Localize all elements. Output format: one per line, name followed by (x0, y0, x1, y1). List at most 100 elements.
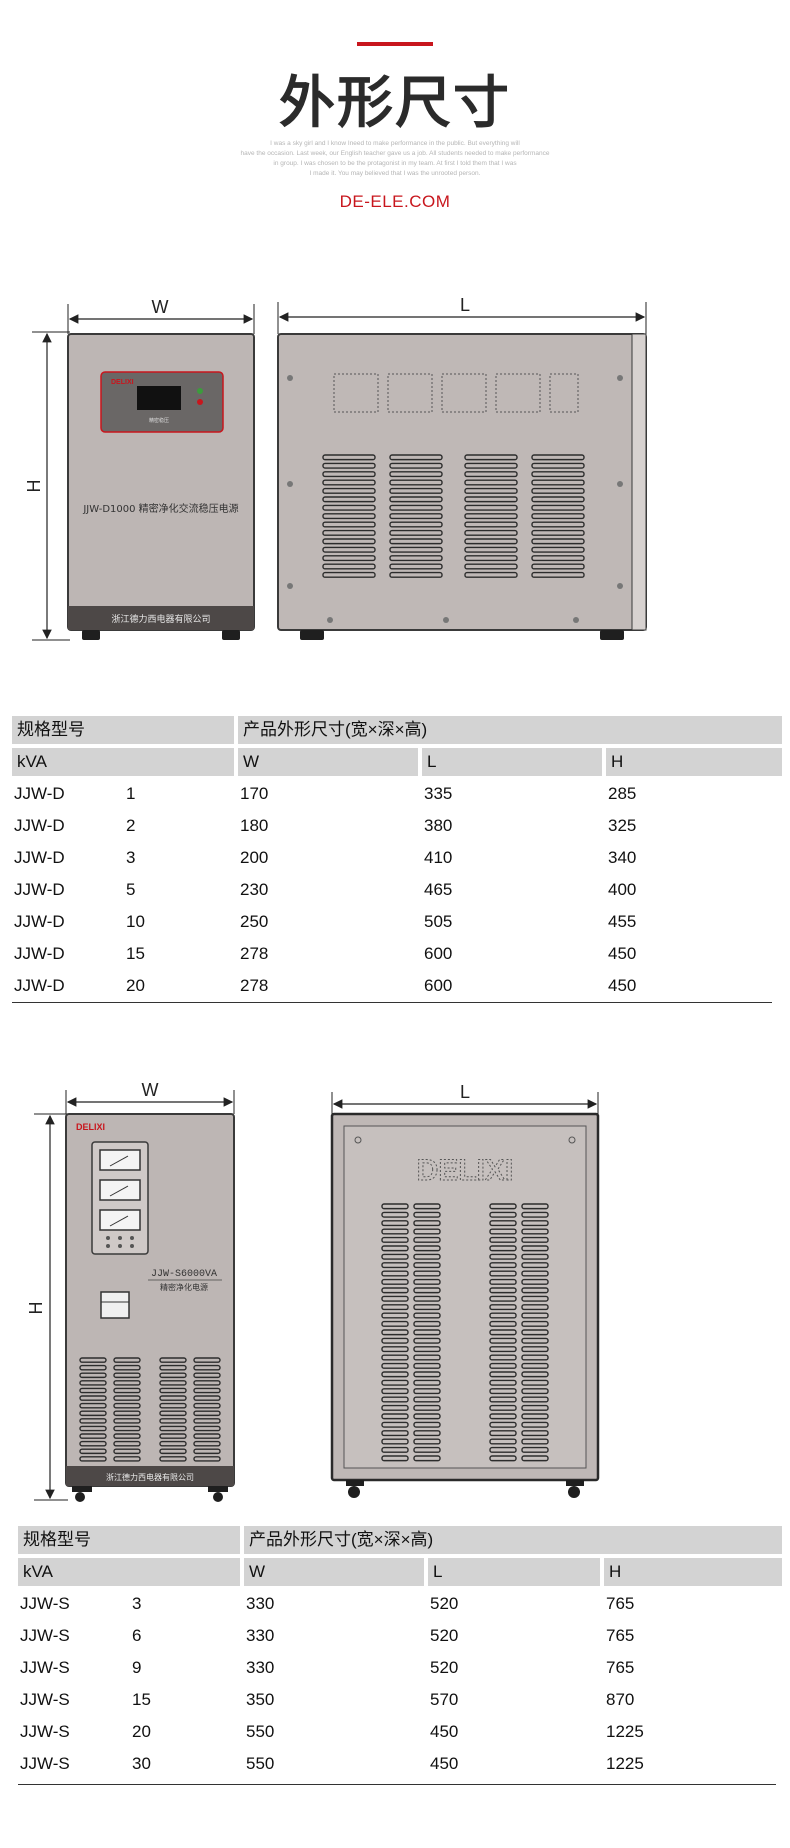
model-sub-label: 精密净化电源 (160, 1282, 208, 1292)
col-h: H (609, 1562, 622, 1581)
cell-h: 765 (606, 1594, 635, 1613)
indicator-light-icon (197, 388, 203, 394)
col-kva: kVA (17, 752, 47, 771)
table-col-h: H (606, 748, 782, 776)
table-header-model: 规格型号 (18, 1526, 240, 1554)
page-title: 外形尺寸 (279, 71, 511, 136)
cell-l: 335 (424, 784, 453, 803)
cell-series: JJW-D (14, 912, 65, 931)
model-label: JJW-S6000VA (151, 1269, 217, 1280)
cell-l: 520 (430, 1594, 459, 1613)
cell-l: 450 (430, 1722, 459, 1741)
header-model-cell: 规格型号 (17, 720, 85, 739)
tagline: I was a sky girl and I know Ineed to mak… (200, 139, 590, 179)
dim-w-label: W (152, 297, 169, 317)
col-l: L (433, 1562, 443, 1581)
cell-w: 330 (246, 1594, 275, 1613)
cell-l: 570 (430, 1690, 459, 1709)
cell-series: JJW-S (20, 1754, 70, 1773)
table-col-l: L (422, 748, 602, 776)
figure-jjw-d-drawing: W L H 浙江德力西电器有限公司 DELIXI 精密稳压 JJW-D1000 … (24, 295, 647, 641)
table-header-model: 规格型号 (12, 716, 234, 744)
dim-l-label: L (460, 1082, 470, 1102)
cell-l: 465 (424, 880, 453, 899)
cell-h: 765 (606, 1658, 635, 1677)
website-link[interactable]: DE-ELE.COM (339, 192, 451, 211)
cell-series: JJW-D (14, 784, 65, 803)
company-label: 浙江德力西电器有限公司 (106, 1472, 194, 1482)
company-label: 浙江德力西电器有限公司 (111, 613, 210, 625)
cell-kva: 15 (126, 944, 145, 963)
dim-h-label: H (24, 480, 44, 493)
table-header-dims: 产品外形尺寸(宽×深×高) (244, 1526, 782, 1554)
cell-h: 325 (608, 816, 637, 835)
cell-h: 455 (608, 912, 637, 931)
header-dims-cell: 产品外形尺寸(宽×深×高) (243, 720, 428, 739)
cell-series: JJW-S (20, 1594, 70, 1613)
dim-w-label: W (142, 1080, 159, 1100)
cell-kva: 2 (126, 816, 136, 835)
tagline-line: I made it. You may believed that I was t… (309, 170, 481, 177)
col-l: L (427, 752, 437, 771)
cell-l: 520 (430, 1626, 459, 1645)
cell-kva: 15 (132, 1690, 151, 1709)
cell-h: 1225 (606, 1722, 644, 1741)
model-label: JJW-D1000 精密净化交流稳压电源 (82, 502, 238, 515)
figure-jjw-s-drawing: W L H 浙江德力西电器有限公司 DELIXI JJW-S6000VA 精密净… (26, 1080, 600, 1502)
brand-label: DELIXI (111, 379, 134, 386)
cell-w: 180 (240, 816, 269, 835)
cell-h: 765 (606, 1626, 635, 1645)
header-model-cell: 规格型号 (23, 1530, 91, 1549)
cell-l: 520 (430, 1658, 459, 1677)
table-bottom-rule (18, 1784, 776, 1785)
cell-series: JJW-S (20, 1626, 70, 1645)
cell-kva: 30 (132, 1754, 151, 1773)
power-switch-icon (100, 1291, 130, 1319)
cell-w: 550 (246, 1754, 275, 1773)
cell-l: 380 (424, 816, 453, 835)
cell-series: JJW-D (14, 880, 65, 899)
cell-h: 285 (608, 784, 637, 803)
table-row: JJW-S 30 550 450 1225 (18, 1750, 782, 1778)
cell-kva: 1 (126, 784, 136, 803)
col-w: W (249, 1562, 266, 1581)
dim-l-label: L (460, 295, 470, 315)
cell-w: 330 (246, 1658, 275, 1677)
panel-caption: 精密稳压 (149, 417, 169, 424)
cell-series: JJW-D (14, 848, 65, 867)
table-header-dims: 产品外形尺寸(宽×深×高) (238, 716, 782, 744)
cell-kva: 20 (132, 1722, 151, 1741)
cell-series: JJW-D (14, 816, 65, 835)
cell-l: 450 (430, 1754, 459, 1773)
table-col-kva: kVA (18, 1558, 240, 1586)
col-h: H (611, 752, 624, 771)
indicator-light-icon (197, 399, 203, 405)
col-kva: kVA (23, 1562, 53, 1581)
cell-kva: 10 (126, 912, 145, 931)
cell-w: 200 (240, 848, 269, 867)
cell-l: 600 (424, 944, 453, 963)
cell-series: JJW-S (20, 1658, 70, 1677)
table-col-w: W (244, 1558, 424, 1586)
cell-series: JJW-D (14, 944, 65, 963)
cell-series: JJW-D (14, 976, 65, 995)
cell-kva: 3 (126, 848, 136, 867)
cell-h: 870 (606, 1690, 635, 1709)
cell-h: 400 (608, 880, 637, 899)
cell-h: 450 (608, 976, 637, 995)
cell-h: 1225 (606, 1754, 644, 1773)
col-w: W (243, 752, 260, 771)
dim-h-label: H (26, 1302, 46, 1315)
table-bottom-rule (12, 1002, 772, 1003)
